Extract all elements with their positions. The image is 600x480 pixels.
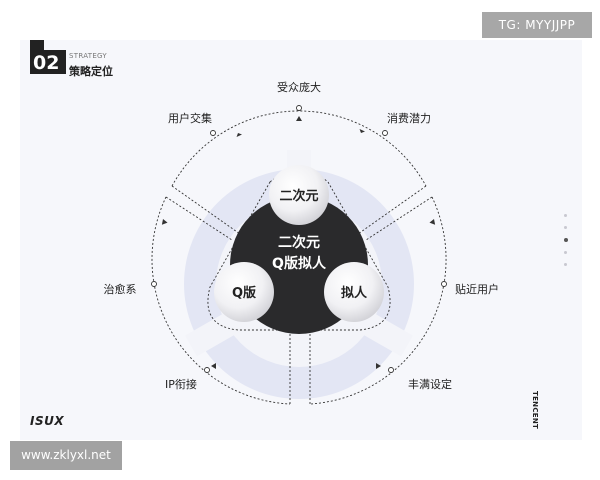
strategy-slide: 02 STRATEGY 策略定位 xyxy=(20,40,582,440)
center-label-line2: Q版拟人 xyxy=(272,255,327,272)
arc-markers xyxy=(151,105,447,373)
outer-label-top: 受众庞大 xyxy=(277,80,321,94)
bubble-left-label: Q版 xyxy=(232,285,256,301)
pagination-dot[interactable] xyxy=(564,263,567,266)
pagination-dots xyxy=(564,214,568,275)
watermark-bottom-left: www.zklyxl.net xyxy=(10,441,122,470)
pagination-dot[interactable] xyxy=(564,251,567,254)
pagination-dot-active[interactable] xyxy=(564,238,568,242)
section-label-en: STRATEGY xyxy=(69,52,107,60)
section-number: 02 xyxy=(30,50,66,74)
tencent-logo: TENCENT xyxy=(531,391,539,430)
section-number-accent xyxy=(30,40,44,50)
center-label-line1: 二次元 xyxy=(278,234,320,251)
watermark-top-right: TG: MYYJJPP xyxy=(482,12,592,38)
pagination-dot[interactable] xyxy=(564,226,567,229)
bubble-top-label: 二次元 xyxy=(279,188,318,204)
isux-logo: ISUX xyxy=(30,414,65,428)
outer-label-right: 贴近用户 xyxy=(455,282,499,296)
bubble-right xyxy=(324,262,384,322)
outer-label-left: 治愈系 xyxy=(104,282,137,296)
outer-label-top-right: 消费潜力 xyxy=(387,111,431,125)
outer-label-bottom-right: 丰满设定 xyxy=(408,377,452,391)
bubble-top xyxy=(269,165,329,225)
pagination-dot[interactable] xyxy=(564,214,567,217)
inner-dashed-triangle xyxy=(207,169,391,331)
outer-label-bottom-left: IP衔接 xyxy=(165,378,197,391)
bubble-left xyxy=(214,262,274,322)
strategy-diagram: 二次元 Q版 拟人 二次元 Q版拟人 受众庞大 用户交集 消费潜力 治愈系 贴近… xyxy=(104,80,499,405)
outer-dashed-arcs xyxy=(151,110,447,405)
section-title: 策略定位 xyxy=(69,65,113,78)
arc-arrows xyxy=(161,116,436,369)
bubble-right-label: 拟人 xyxy=(341,285,368,301)
outer-label-top-left: 用户交集 xyxy=(168,111,212,125)
